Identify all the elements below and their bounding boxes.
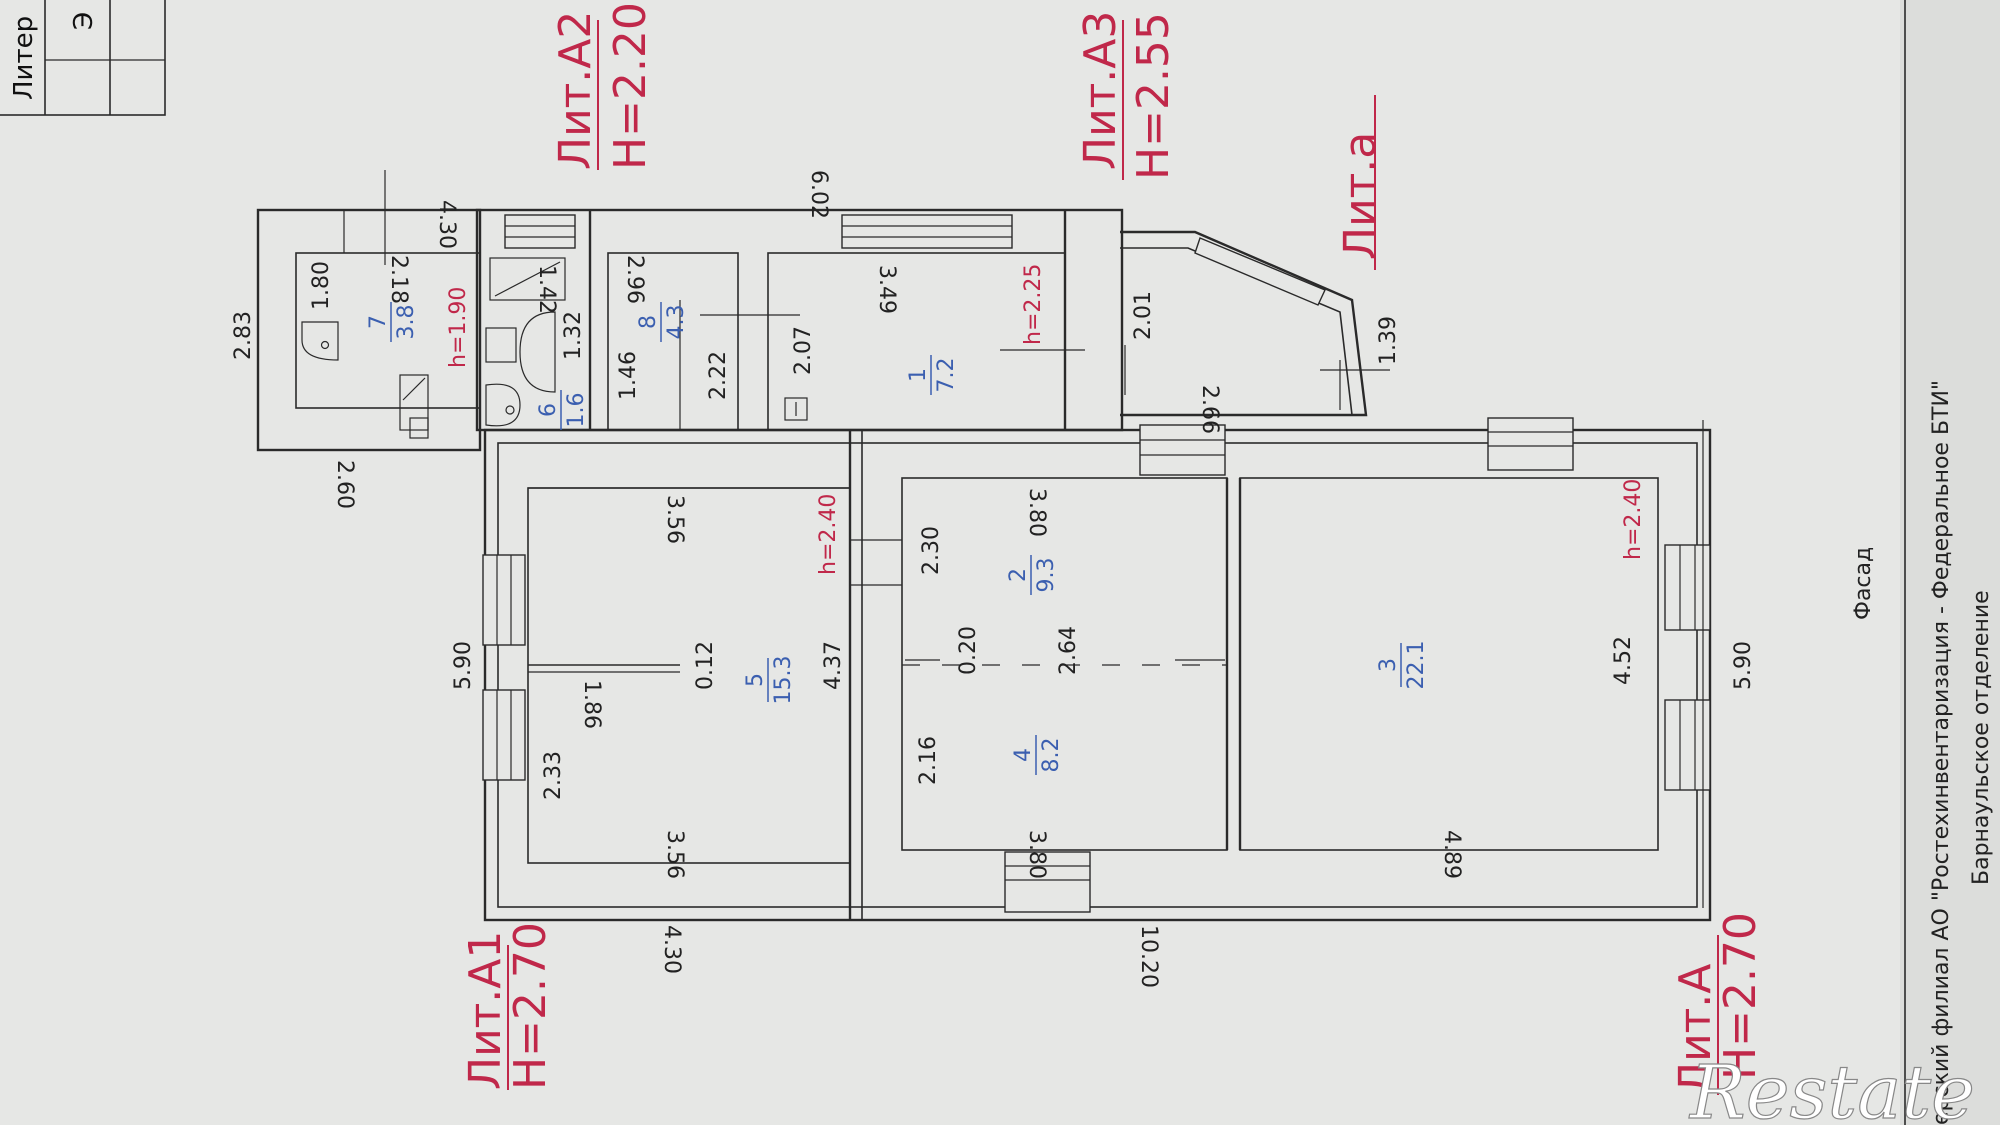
dim-2-64: 2.64 [1056, 626, 1081, 675]
dept-line: Барнаульское отделение [1969, 590, 1994, 885]
literal-a2-height: H=2.20 [605, 2, 656, 170]
dim-3-49: 3.49 [874, 265, 899, 314]
room-5-number: 5 [743, 673, 768, 687]
header-cut-letter: Э [69, 12, 99, 30]
room-1-area: 7.2 [934, 358, 959, 393]
dim-2-60: 2.60 [332, 460, 357, 509]
literal-a1: Лит.А1 H=2.70 [460, 922, 556, 1090]
room-3-area: 22.1 [1404, 641, 1429, 690]
org-line: ерский филиал АО "Ростехинвентаризация -… [1929, 380, 1954, 1125]
literal-a3-name: Лит.А3 [1075, 11, 1126, 170]
ceiling-heights: h=1.90 h=2.25 h=2.40 h=2.40 [446, 264, 1646, 575]
dim-0-12: 0.12 [693, 641, 718, 690]
dim-4-37: 4.37 [821, 641, 846, 690]
dim-1-86: 1.86 [579, 680, 604, 729]
windows [482, 214, 1711, 913]
literal-a2: Лит.А2 H=2.20 [550, 2, 656, 170]
dim-1-39: 1.39 [1376, 316, 1401, 365]
room-6-number: 6 [536, 403, 561, 417]
room-8-number: 8 [636, 315, 661, 329]
dimension-lines [343, 170, 1710, 921]
dim-4-30-bottom: 4.30 [659, 925, 684, 974]
room-2: 2 9.3 [1006, 555, 1059, 595]
dim-5-90-right: 5.90 [1731, 641, 1756, 690]
literal-a1-name: Лит.А1 [460, 931, 511, 1090]
fixtures [301, 257, 808, 439]
literal-a-main-height: H=2.70 [1715, 912, 1766, 1080]
dim-2-96: 2.96 [622, 255, 647, 304]
room-3-number: 3 [1376, 658, 1401, 672]
dim-2-83: 2.83 [231, 311, 256, 360]
dim-1-80: 1.80 [309, 261, 334, 310]
dim-4-52: 4.52 [1611, 636, 1636, 685]
literal-a3-height: H=2.55 [1128, 12, 1179, 180]
room-7: 7 3.8 [366, 302, 419, 342]
dim-2-30: 2.30 [919, 526, 944, 575]
facade-label: Фасад [1851, 547, 1876, 620]
literal-a3: Лит.А3 H=2.55 [1075, 11, 1179, 180]
watermark-text: Restate [1688, 1050, 1975, 1125]
dim-0-20: 0.20 [956, 626, 981, 675]
room-8: 8 4.3 [636, 302, 689, 342]
dim-4-89: 4.89 [1439, 830, 1464, 879]
dim-3-56-top: 3.56 [662, 495, 687, 544]
footer: Фасад ерский филиал АО "Ростехинвентариз… [1851, 380, 1994, 1125]
literal-a2-name: Лит.А2 [550, 11, 601, 170]
dim-2-16: 2.16 [916, 736, 941, 785]
ceiling-height-room-3: h=2.40 [1621, 479, 1646, 560]
dim-5-90-left: 5.90 [451, 641, 476, 690]
dim-10-20: 10.20 [1136, 925, 1161, 988]
dim-2-22: 2.22 [706, 351, 731, 400]
room-6-area: 1.6 [564, 393, 589, 428]
room-3: 3 22.1 [1376, 641, 1429, 690]
dim-2-33: 2.33 [541, 751, 566, 800]
dim-1-46: 1.46 [616, 351, 641, 400]
literal-a1-height: H=2.70 [505, 922, 556, 1090]
room-8-area: 4.3 [664, 305, 689, 340]
dimension-numbers: 4.30 6.02 2.83 2.18 1.80 1.42 2.96 3.49 … [231, 170, 1756, 988]
ceiling-height-room-5: h=2.40 [816, 494, 841, 575]
dim-3-80-top: 3.80 [1024, 488, 1049, 537]
room-4-number: 4 [1011, 748, 1036, 762]
room-7-number: 7 [366, 315, 391, 329]
room-5-area: 15.3 [771, 656, 796, 705]
ceiling-height-room-7: h=1.90 [446, 287, 471, 368]
room-5: 5 15.3 [743, 656, 796, 705]
dim-2-66: 2.66 [1197, 385, 1222, 434]
dim-3-80-bottom: 3.80 [1024, 830, 1049, 879]
room-6: 6 1.6 [536, 390, 589, 430]
literal-a-small-name: Лит.а [1335, 132, 1386, 260]
header-stamp: Литер Э [0, 0, 166, 116]
dim-6-02: 6.02 [806, 170, 831, 219]
room-2-number: 2 [1006, 568, 1031, 582]
room-4-area: 8.2 [1039, 738, 1064, 773]
room-1-number: 1 [906, 368, 931, 382]
room-1: 1 7.2 [906, 355, 959, 395]
literal-labels: Лит.А1 H=2.70 Лит.А2 H=2.20 Лит.А3 H=2.5… [460, 2, 1766, 1095]
dim-2-18: 2.18 [386, 255, 411, 304]
literal-a-main: Лит.А H=2.70 [1670, 912, 1766, 1095]
dim-1-32: 1.32 [561, 311, 586, 360]
room-2-area: 9.3 [1034, 558, 1059, 593]
literal-a-small: Лит.а [1335, 95, 1386, 270]
dim-3-56-bottom: 3.56 [662, 830, 687, 879]
dim-2-07: 2.07 [791, 326, 816, 375]
header-literal-label: Литер [9, 16, 39, 100]
literal-a-main-name: Лит.А [1670, 964, 1721, 1095]
room-4: 4 8.2 [1011, 735, 1064, 775]
dim-2-01: 2.01 [1131, 291, 1156, 340]
restate-watermark: Restate [1687, 1049, 1975, 1125]
room-labels: 1 7.2 2 9.3 3 22.1 4 8.2 5 15.3 6 1.6 [366, 302, 1429, 775]
room-7-area: 3.8 [394, 305, 419, 340]
ceiling-height-room-1: h=2.25 [1021, 264, 1046, 345]
dim-1-42: 1.42 [534, 265, 559, 314]
dim-4-30-top: 4.30 [434, 200, 459, 249]
